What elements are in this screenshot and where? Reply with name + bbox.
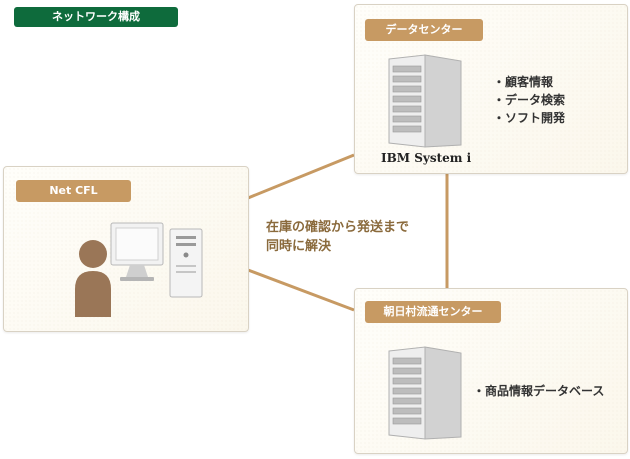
client-panel: Net CFL xyxy=(3,166,249,332)
datacenter-tag: データセンター xyxy=(365,19,483,41)
asahi-item-list: 商品情報データベース xyxy=(473,382,604,400)
page-title: ネットワーク構成 xyxy=(14,7,178,27)
server-icon xyxy=(388,346,462,440)
connector-client-asahi xyxy=(247,268,355,312)
person-icon xyxy=(75,240,111,317)
datacenter-panel: データセンター IBM System i 顧客情報 データ検索 ソフト開発 xyxy=(354,4,628,174)
asahi-panel: 朝日村流通センター 商品情報データベース xyxy=(354,288,628,454)
asahi-tag: 朝日村流通センター xyxy=(365,301,501,323)
list-item: 顧客情報 xyxy=(493,73,565,91)
datacenter-item-list: 顧客情報 データ検索 ソフト開発 xyxy=(493,73,565,127)
client-tag: Net CFL xyxy=(16,180,131,202)
server-icon xyxy=(388,54,462,148)
list-item: ソフト開発 xyxy=(493,109,565,127)
list-item: データ検索 xyxy=(493,91,565,109)
server-label: IBM System i xyxy=(381,151,472,165)
connector-client-datacenter xyxy=(247,153,355,200)
caption-line-2: 同時に解決 xyxy=(266,239,332,254)
desktop-computer-icon xyxy=(110,222,203,298)
caption: 在庫の確認から発送まで 同時に解決 xyxy=(266,218,409,256)
list-item: 商品情報データベース xyxy=(473,382,604,400)
caption-line-1: 在庫の確認から発送まで xyxy=(266,220,410,235)
